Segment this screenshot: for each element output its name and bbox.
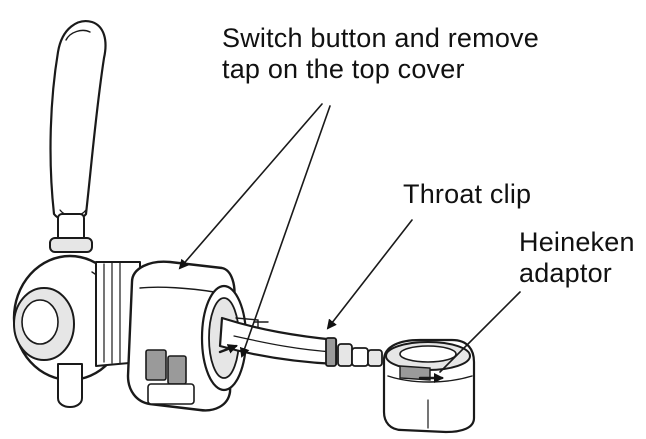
- throat-clip: [325, 337, 383, 367]
- adaptor-callout-line2: adaptor: [519, 258, 612, 288]
- tap-handle: [49, 20, 107, 222]
- throat-clip-callout: Throat clip: [403, 179, 531, 210]
- switch-button-callout: Switch button and remove tap on the top …: [222, 23, 539, 85]
- heineken-adaptor: [382, 338, 476, 434]
- callout-arrows: [178, 103, 521, 383]
- adaptor-callout: Heineken adaptor: [519, 227, 635, 289]
- switch-button-callout-line1: Switch button and remove: [222, 23, 539, 53]
- switch-button-callout-line2: tap on the top cover: [222, 54, 465, 84]
- handle-collar: [49, 213, 93, 253]
- top-cover-coupler: [126, 260, 269, 412]
- adaptor-callout-line1: Heineken: [519, 227, 635, 257]
- tap-body: [12, 254, 141, 408]
- throat-clip-callout-text: Throat clip: [403, 179, 532, 209]
